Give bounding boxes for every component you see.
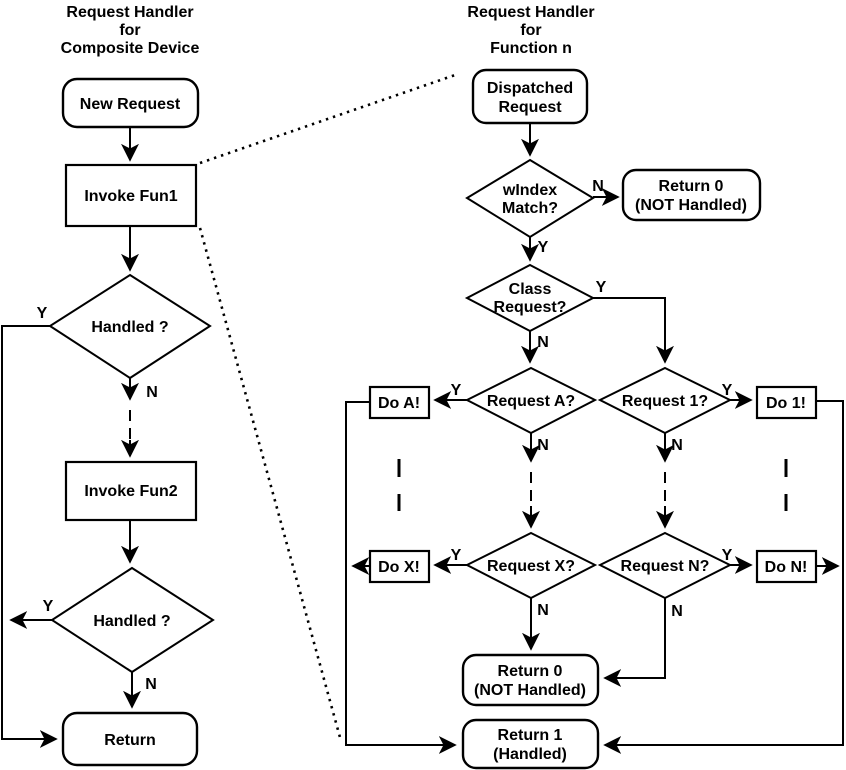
label-class-yes: Y xyxy=(596,279,607,296)
label-request-n-yes: Y xyxy=(722,547,733,564)
node-return0-top xyxy=(621,168,762,222)
node-do-n-label: Do N! xyxy=(765,559,808,576)
node-do-a-label: Do A! xyxy=(378,395,420,412)
left-title-line1: Request Handler xyxy=(66,4,193,21)
node-invoke-fun2 xyxy=(64,460,198,522)
label-request-1-yes: Y xyxy=(722,382,733,399)
node-request-n-label: Request N? xyxy=(621,558,710,575)
connector-handled1-yes-to-return xyxy=(1,325,58,748)
node-new-request xyxy=(61,77,200,129)
node-invoke-fun1 xyxy=(64,163,198,228)
node-request-a xyxy=(464,366,598,435)
node-handled-2 xyxy=(50,566,215,674)
label-handled1-yes: Y xyxy=(37,305,48,322)
node-do-x-label: Do X! xyxy=(378,559,420,576)
node-handled-1-label: Handled ? xyxy=(91,319,168,336)
node-new-request-label: New Request xyxy=(80,96,181,113)
node-request-n xyxy=(597,531,733,600)
node-class-request-line2: Request? xyxy=(494,299,567,316)
node-do-x xyxy=(368,549,431,584)
node-return0-bottom xyxy=(461,653,600,707)
node-return-label: Return xyxy=(104,732,156,749)
label-request-a-no: N xyxy=(537,437,549,454)
node-class-request-line1: Class xyxy=(509,281,552,298)
node-return0-top-line2: (NOT Handled) xyxy=(635,197,747,214)
node-do-a xyxy=(368,385,431,420)
label-windex-yes: Y xyxy=(538,239,549,256)
node-return xyxy=(61,711,199,767)
label-request-n-no: N xyxy=(671,603,683,620)
node-dispatched-request xyxy=(471,68,589,125)
node-dispatched-request-line2: Request xyxy=(498,99,562,116)
node-request-1 xyxy=(597,366,733,435)
node-return1-line2: (Handled) xyxy=(493,746,567,763)
node-windex-match-line2: Match? xyxy=(502,200,558,217)
left-flowchart: Request Handler for Composite Device New… xyxy=(1,4,215,767)
zoom-expansion-links xyxy=(198,72,459,742)
label-request-x-no: N xyxy=(537,602,549,619)
node-request-1-label: Request 1? xyxy=(622,393,708,410)
left-title-line2: for xyxy=(119,22,140,39)
label-handled2-no: N xyxy=(145,676,157,693)
label-request-x-yes: Y xyxy=(451,547,462,564)
label-request-1-no: N xyxy=(671,437,683,454)
node-return0-top-line1: Return 0 xyxy=(659,178,724,195)
right-flowchart: Request Handler for Function n Dispa xyxy=(345,4,844,770)
connector-class-yes-to-request1 xyxy=(593,297,674,364)
node-do-n xyxy=(755,549,818,584)
label-windex-no: N xyxy=(592,178,604,195)
node-dispatched-request-line1: Dispatched xyxy=(487,80,573,97)
node-request-x xyxy=(464,531,598,600)
node-do-1 xyxy=(755,385,818,420)
node-windex-match-line1: wIndex xyxy=(502,182,557,199)
left-title-line3: Composite Device xyxy=(61,40,200,57)
node-return0-bottom-line2: (NOT Handled) xyxy=(474,682,586,699)
node-class-request xyxy=(464,263,596,333)
right-title-line3: Function n xyxy=(490,40,572,57)
connector-doa-to-return1 xyxy=(345,401,457,754)
node-request-a-label: Request A? xyxy=(487,393,575,410)
dotted-link-bottom xyxy=(198,227,343,742)
node-return1 xyxy=(461,718,600,770)
node-handled-2-label: Handled ? xyxy=(93,613,170,630)
label-class-no: N xyxy=(537,334,549,351)
node-handled-1 xyxy=(48,273,212,380)
node-invoke-fun2-label: Invoke Fun2 xyxy=(84,483,177,500)
right-title-line1: Request Handler xyxy=(467,4,594,21)
node-return0-bottom-line1: Return 0 xyxy=(498,663,563,680)
connector-do1-to-return1 xyxy=(603,400,844,754)
right-title-line2: for xyxy=(520,22,541,39)
node-request-x-label: Request X? xyxy=(487,558,575,575)
label-handled2-yes: Y xyxy=(43,598,54,615)
connector-requestn-no-to-return0 xyxy=(603,598,666,687)
node-invoke-fun1-label: Invoke Fun1 xyxy=(84,188,177,205)
node-return1-line1: Return 1 xyxy=(498,727,563,744)
dotted-link-top xyxy=(199,72,459,165)
node-do-1-label: Do 1! xyxy=(766,395,806,412)
label-handled1-no: N xyxy=(146,384,158,401)
label-request-a-yes: Y xyxy=(451,382,462,399)
node-windex-match xyxy=(465,158,595,239)
